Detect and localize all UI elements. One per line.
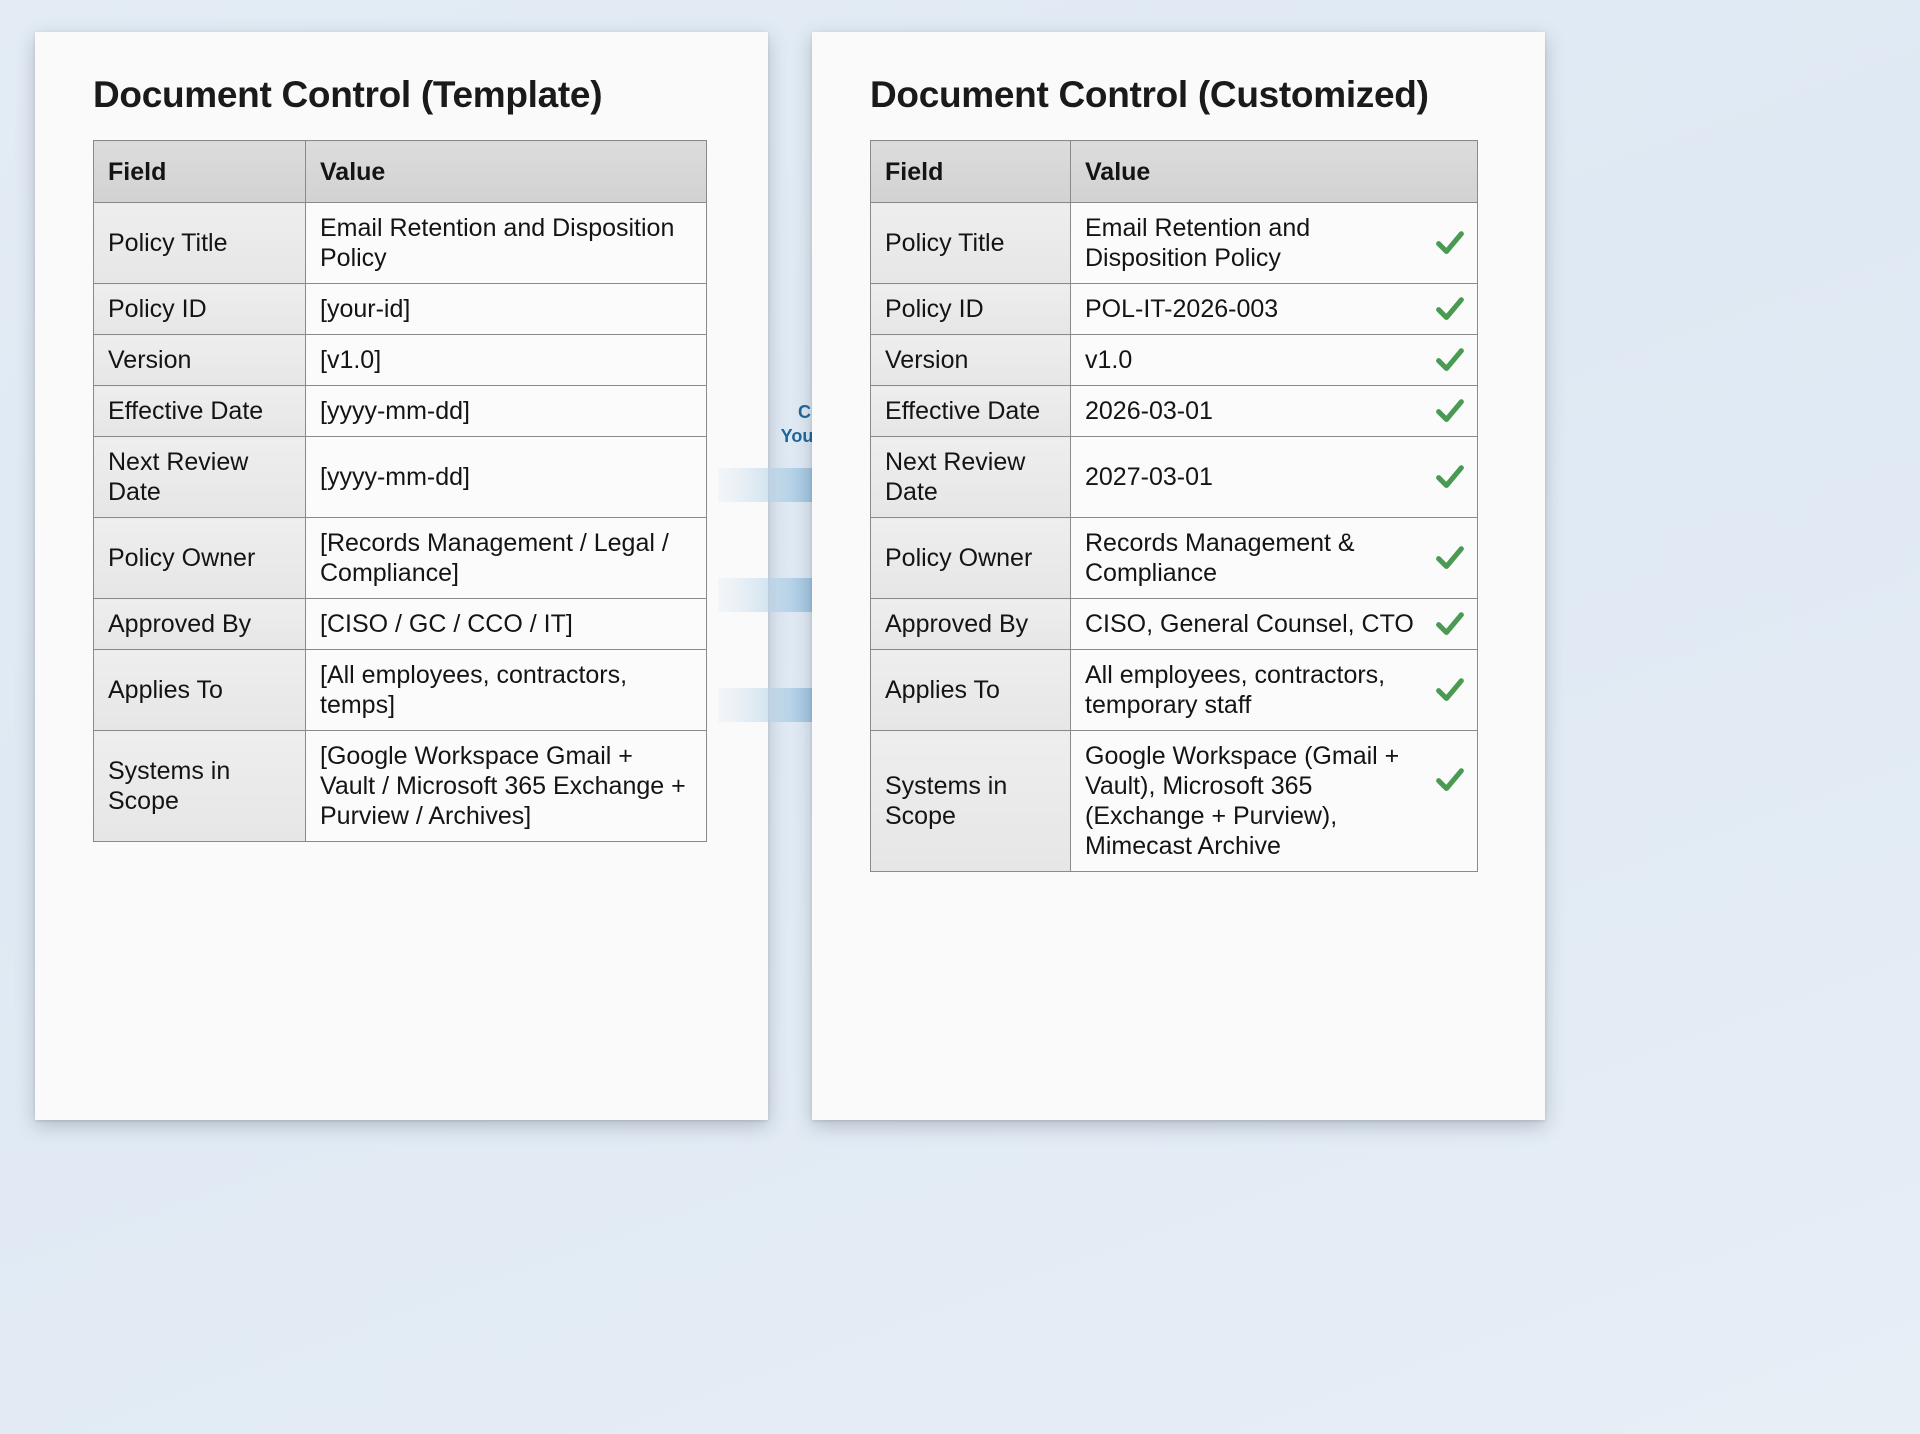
checkmark-icon	[1436, 399, 1464, 423]
checkmark-icon	[1436, 348, 1464, 372]
table-row: Systems in Scope [Google Workspace Gmail…	[93, 730, 707, 842]
customized-panel-card: Document Control (Customized) Field Valu…	[812, 32, 1545, 1120]
field-label: Approved By	[93, 598, 306, 650]
field-value-cell: Email Retention and Disposition Policy	[1070, 202, 1478, 284]
table-row: Approved By [CISO / GC / CCO / IT]	[93, 598, 707, 650]
column-header-field: Field	[93, 140, 306, 203]
customized-table-body: Policy Title Email Retention and Disposi…	[870, 202, 1478, 872]
field-label: Version	[93, 334, 306, 386]
table-row: Policy Title Email Retention and Disposi…	[93, 202, 707, 284]
column-header-field: Field	[870, 140, 1071, 203]
table-row: Version v1.0	[870, 334, 1478, 386]
field-label: Policy Title	[870, 202, 1071, 284]
table-row: Policy Title Email Retention and Disposi…	[870, 202, 1478, 284]
field-value: All employees, contractors, temporary st…	[1085, 661, 1386, 719]
field-label: Policy Title	[93, 202, 306, 284]
field-value-placeholder: [yyyy-mm-dd]	[305, 385, 707, 437]
field-value-cell: CISO, General Counsel, CTO	[1070, 598, 1478, 650]
field-value-cell: Google Workspace (Gmail + Vault), Micros…	[1070, 730, 1478, 872]
table-header-row: Field Value	[93, 140, 707, 203]
field-label: Policy ID	[93, 283, 306, 335]
checkmark-icon	[1436, 678, 1464, 702]
field-value: Email Retention and Disposition Policy	[1085, 214, 1311, 272]
field-value-cell: Records Management & Compliance	[1070, 517, 1478, 599]
field-value-placeholder: [Google Workspace Gmail + Vault / Micros…	[305, 730, 707, 842]
field-value: 2026-03-01	[1085, 397, 1213, 425]
field-value: CISO, General Counsel, CTO	[1085, 610, 1414, 638]
field-label: Systems in Scope	[870, 730, 1071, 872]
checkmark-icon	[1436, 297, 1464, 321]
field-value: Email Retention and Disposition Policy	[305, 202, 707, 284]
table-row: Policy ID [your-id]	[93, 283, 707, 335]
field-value-placeholder: [v1.0]	[305, 334, 707, 386]
column-header-value: Value	[305, 140, 707, 203]
field-value-cell: 2027-03-01	[1070, 436, 1478, 518]
field-value: Records Management & Compliance	[1085, 529, 1355, 587]
field-label: Next Review Date	[93, 436, 306, 518]
field-label: Policy Owner	[93, 517, 306, 599]
table-row: Version [v1.0]	[93, 334, 707, 386]
checkmark-icon	[1436, 465, 1464, 489]
table-row: Policy Owner [Records Management / Legal…	[93, 517, 707, 599]
field-label: Applies To	[870, 649, 1071, 731]
checkmark-icon	[1436, 612, 1464, 636]
table-row: Policy ID POL-IT-2026-003	[870, 283, 1478, 335]
customized-document-control-table: Field Value Policy Title Email Retention…	[870, 140, 1478, 872]
field-value-placeholder: [yyyy-mm-dd]	[305, 436, 707, 518]
table-row: Next Review Date [yyyy-mm-dd]	[93, 436, 707, 518]
field-value: POL-IT-2026-003	[1085, 295, 1279, 323]
table-row: Approved By CISO, General Counsel, CTO	[870, 598, 1478, 650]
field-label: Version	[870, 334, 1071, 386]
field-value-cell: 2026-03-01	[1070, 385, 1478, 437]
table-row: Policy Owner Records Management & Compli…	[870, 517, 1478, 599]
field-label: Effective Date	[93, 385, 306, 437]
field-value-cell: v1.0	[1070, 334, 1478, 386]
field-value-placeholder: [Records Management / Legal / Compliance…	[305, 517, 707, 599]
field-label: Approved By	[870, 598, 1071, 650]
checkmark-icon	[1436, 768, 1464, 792]
table-row: Applies To [All employees, contractors, …	[93, 649, 707, 731]
template-table-body: Policy Title Email Retention and Disposi…	[93, 202, 707, 842]
field-label: Applies To	[93, 649, 306, 731]
checkmark-icon	[1436, 231, 1464, 255]
field-value: Google Workspace (Gmail + Vault), Micros…	[1085, 742, 1400, 860]
table-row: Next Review Date 2027-03-01	[870, 436, 1478, 518]
checkmark-icon	[1436, 546, 1464, 570]
table-row: Applies To All employees, contractors, t…	[870, 649, 1478, 731]
field-label: Policy ID	[870, 283, 1071, 335]
field-value-cell: All employees, contractors, temporary st…	[1070, 649, 1478, 731]
field-value: 2027-03-01	[1085, 463, 1213, 491]
field-value-placeholder: [your-id]	[305, 283, 707, 335]
field-value-cell: POL-IT-2026-003	[1070, 283, 1478, 335]
field-value-placeholder: [All employees, contractors, temps]	[305, 649, 707, 731]
template-document-control-table: Field Value Policy Title Email Retention…	[93, 140, 707, 842]
table-row: Effective Date [yyyy-mm-dd]	[93, 385, 707, 437]
field-label: Policy Owner	[870, 517, 1071, 599]
field-value-placeholder: [CISO / GC / CCO / IT]	[305, 598, 707, 650]
field-label: Systems in Scope	[93, 730, 306, 842]
template-panel-card: Document Control (Template) Field Value …	[35, 32, 768, 1120]
template-panel-title: Document Control (Template)	[93, 74, 603, 115]
table-header-row: Field Value	[870, 140, 1478, 203]
column-header-value: Value	[1070, 140, 1478, 203]
table-row: Systems in Scope Google Workspace (Gmail…	[870, 730, 1478, 872]
field-label: Effective Date	[870, 385, 1071, 437]
table-row: Effective Date 2026-03-01	[870, 385, 1478, 437]
field-label: Next Review Date	[870, 436, 1071, 518]
customized-panel-title: Document Control (Customized)	[870, 74, 1429, 115]
field-value: v1.0	[1085, 346, 1133, 374]
